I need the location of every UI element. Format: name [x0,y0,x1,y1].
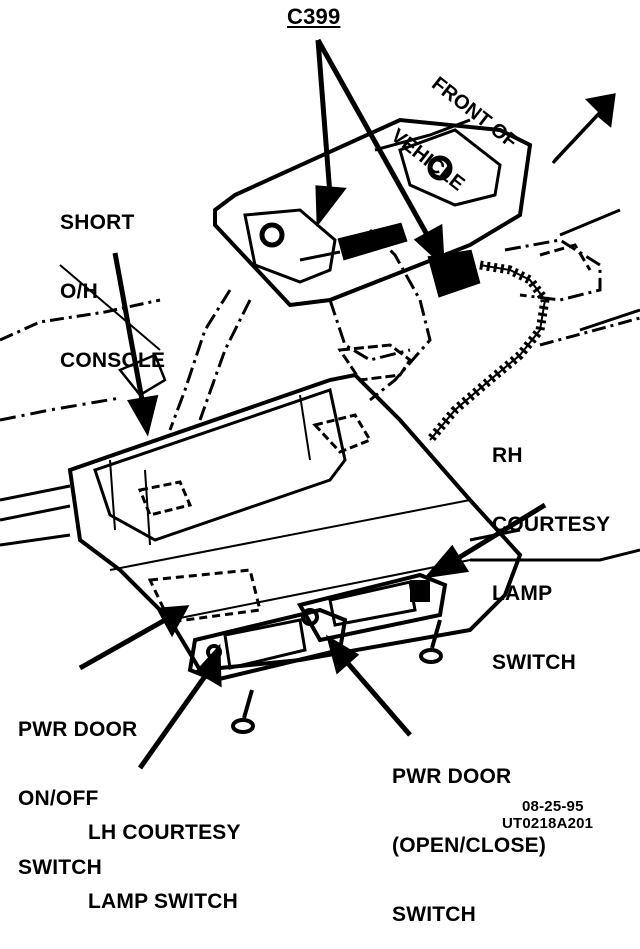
upper-bracket [213,117,533,308]
short-console-label: SHORT O/H CONSOLE [60,211,166,372]
mounting-screws [231,619,443,734]
connector-label: C399 [287,4,341,29]
leader-arrows [78,38,547,770]
lh-courtesy-lamp-switch-label: LH COURTESY LAMP SWITCH [88,821,241,913]
wiring-harness [137,228,602,624]
console-body [67,372,523,673]
pwr-door-openclose-switch-label: PWR DOOR (OPEN/CLOSE) SWITCH [392,765,547,926]
front-arrow-icon [551,93,616,165]
overhead-console-diagram [0,38,640,770]
footer-code: UT0218A201 [502,815,594,832]
rh-courtesy-lamp-switch-label: RH COURTESY LAMP SWITCH [492,444,611,674]
headliner-outline [0,118,640,562]
footer-date: 08-25-95 [522,798,584,815]
